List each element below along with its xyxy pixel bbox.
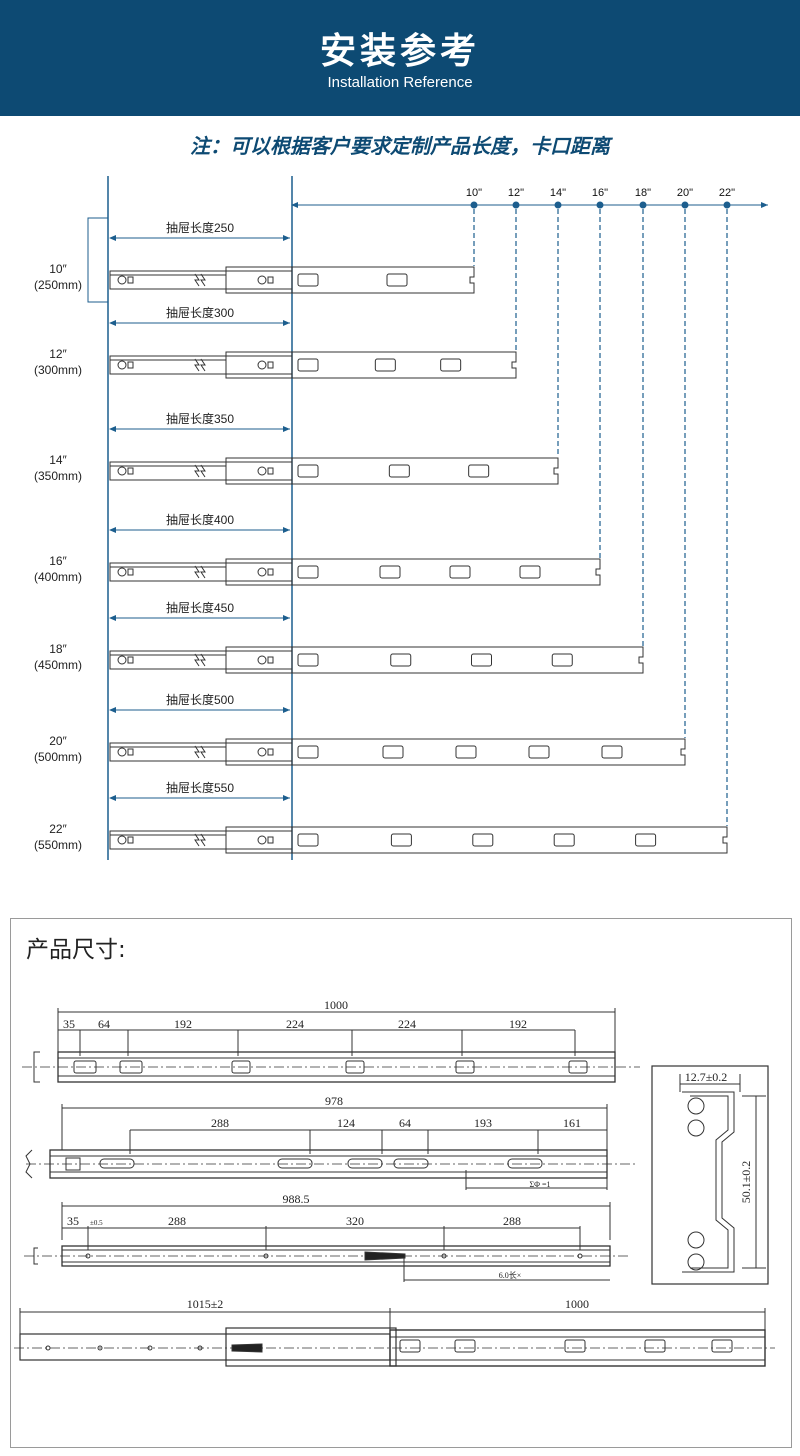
rail-size-inch: 14″ xyxy=(49,453,67,467)
rail3-small: ±0.5 xyxy=(90,1219,103,1227)
rail-size-mm: (550mm) xyxy=(34,838,82,852)
rail-rows: 10″ (250mm) 抽屉长度250 12″ (300mm) 抽屉长度300 14″ (35… xyxy=(34,220,728,854)
customization-note: 注：可以根据客户要求定制产品长度，卡口距离 xyxy=(190,134,610,158)
rail4-left-total: 1015±2 xyxy=(187,1297,224,1311)
rail-row: 14″ (350mm) 抽屉长度350 xyxy=(34,411,559,485)
rail-size-inch: 18″ xyxy=(49,642,67,656)
installation-diagram: 10"12"14"16"18"20"22" 10″(250mm)抽屉长度2501… xyxy=(34,176,768,860)
drawer-length-label: 抽屉长度550 xyxy=(166,780,234,795)
scale-label: 20" xyxy=(677,187,693,199)
slide-rail xyxy=(109,558,601,586)
product-dimensions-panel xyxy=(10,918,792,1448)
slide-rail xyxy=(109,351,517,379)
scale-label: 12" xyxy=(508,187,524,199)
rail-row: 18″ (450mm) 抽屉长度450 xyxy=(34,600,644,674)
rail1-total: 1000 xyxy=(324,998,348,1012)
rail3-note: 6.0长× xyxy=(499,1270,522,1280)
length-scale: 10" 12" 14" 16" 18" 20" 22" xyxy=(466,187,735,826)
rail1-seg-4: 224 xyxy=(286,1017,304,1031)
drawer-length-label: 抽屉长度350 xyxy=(166,411,234,426)
rail3-seg-2: 288 xyxy=(168,1214,186,1228)
rail2-seg-4: 193 xyxy=(474,1116,492,1130)
rail-size-mm: (500mm) xyxy=(34,750,82,764)
rail-size-mm: (300mm) xyxy=(34,363,82,377)
scale-label: 14" xyxy=(550,187,566,199)
rail-size-mm: (400mm) xyxy=(34,570,82,584)
rail2-seg-3: 64 xyxy=(399,1116,411,1130)
rail-drawing-4 xyxy=(14,1308,775,1367)
rail-size-inch: 16″ xyxy=(49,554,67,568)
rail-drawing-1 xyxy=(22,1008,640,1083)
scale-label: 10" xyxy=(466,187,482,199)
scale-mark-18: 18" xyxy=(635,187,651,646)
drawer-length-label: 抽屉长度500 xyxy=(166,692,234,707)
rail3-total: 988.5 xyxy=(283,1192,310,1206)
rail-drawing-3 xyxy=(24,1202,630,1282)
scale-mark-14: 14" xyxy=(550,187,566,457)
rail2-seg-1: 288 xyxy=(211,1116,229,1130)
rail1-seg-1: 35 xyxy=(63,1017,75,1031)
rail2-total: 978 xyxy=(325,1094,343,1108)
drawer-length-label: 抽屉长度250 xyxy=(166,220,234,235)
drawer-length-label: 抽屉长度300 xyxy=(166,305,234,320)
rail3-seg-1: 35 xyxy=(67,1214,79,1228)
rail-size-mm: (250mm) xyxy=(34,278,82,292)
rail-drawing-2 xyxy=(25,1104,636,1190)
rail1-seg-6: 192 xyxy=(509,1017,527,1031)
drawer-length-label: 抽屉长度400 xyxy=(166,512,234,527)
product-dimensions-title: 产品尺寸: xyxy=(26,937,126,963)
scale-label: 16" xyxy=(592,187,608,199)
slide-rail xyxy=(109,738,686,766)
slide-rail xyxy=(109,457,559,485)
rail-row: 20″ (500mm) 抽屉长度500 xyxy=(34,692,686,766)
profile-width: 12.7±0.2 xyxy=(685,1070,728,1084)
header-title: 安装参考 xyxy=(319,31,480,72)
drawer-length-label: 抽屉长度450 xyxy=(166,600,234,615)
rail3-seg-3: 320 xyxy=(346,1214,364,1228)
profile-section xyxy=(651,1065,769,1285)
scale-mark-22: 22" xyxy=(719,187,735,826)
scale-mark-20: 20" xyxy=(677,187,693,738)
rail-size-inch: 20″ xyxy=(49,734,67,748)
rail-size-inch: 10″ xyxy=(49,262,67,276)
rail1-seg-3: 192 xyxy=(174,1017,192,1031)
rail3-seg-4: 288 xyxy=(503,1214,521,1228)
rail-row: 22″ (550mm) 抽屉长度550 xyxy=(34,780,728,854)
dimension-drawings: 1000 35 64 192 224 224 192 978 288 124 6… xyxy=(14,998,775,1367)
slide-rail xyxy=(109,266,475,294)
rail2-note: ΣΦ =1 xyxy=(529,1180,550,1189)
rail-size-mm: (350mm) xyxy=(34,469,82,483)
slide-rail xyxy=(109,646,644,674)
scale-label: 22" xyxy=(719,187,735,199)
scale-mark-12: 12" xyxy=(508,187,524,351)
rail-row: 10″ (250mm) 抽屉长度250 xyxy=(34,220,475,294)
rail-row: 12″ (300mm) 抽屉长度300 xyxy=(34,305,517,379)
rail1-seg-2: 64 xyxy=(98,1017,110,1031)
scale-label: 18" xyxy=(635,187,651,199)
rail2-seg-5: 161 xyxy=(563,1116,581,1130)
rail-size-mm: (450mm) xyxy=(34,658,82,672)
scale-mark-10: 10" xyxy=(466,187,482,266)
slide-rail xyxy=(109,826,728,854)
rail4-right-total: 1000 xyxy=(565,1297,589,1311)
header-subtitle: Installation Reference xyxy=(327,74,473,91)
profile-height: 50.1±0.2 xyxy=(739,1161,753,1204)
rail-size-inch: 12″ xyxy=(49,347,67,361)
scale-mark-16: 16" xyxy=(592,187,608,558)
rail-size-inch: 22″ xyxy=(49,822,67,836)
rail1-seg-5: 224 xyxy=(398,1017,416,1031)
header-banner: 安装参考 Installation Reference xyxy=(0,0,800,116)
rail-row: 16″ (400mm) 抽屉长度400 xyxy=(34,512,601,586)
rail2-seg-2: 124 xyxy=(337,1116,355,1130)
